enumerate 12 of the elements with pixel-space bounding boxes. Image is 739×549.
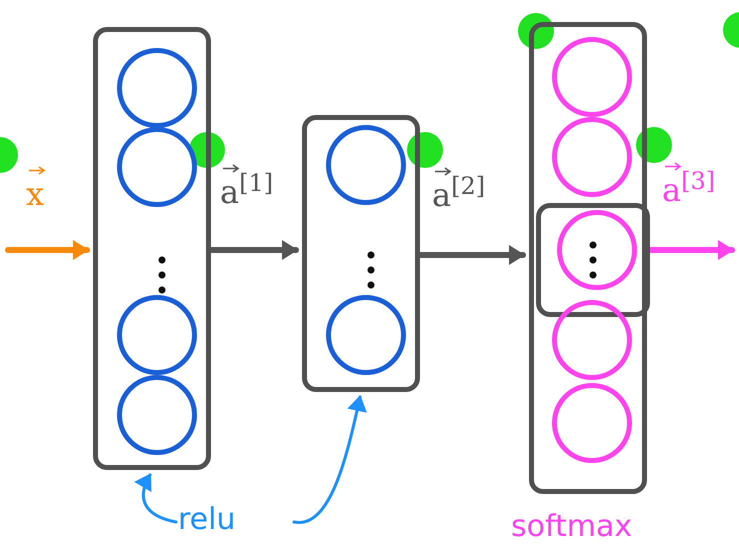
arrow [417,245,526,265]
arrow [134,473,178,524]
arrow [5,240,90,260]
arrow [292,395,367,524]
layer-box [529,22,647,494]
layer-box [536,203,650,317]
edge-label: x [26,178,44,210]
activation-label: relu [178,505,268,545]
activation-label: softmax [511,512,632,542]
layer-box [302,115,420,392]
layer-box [93,27,211,470]
arrow [208,240,299,260]
